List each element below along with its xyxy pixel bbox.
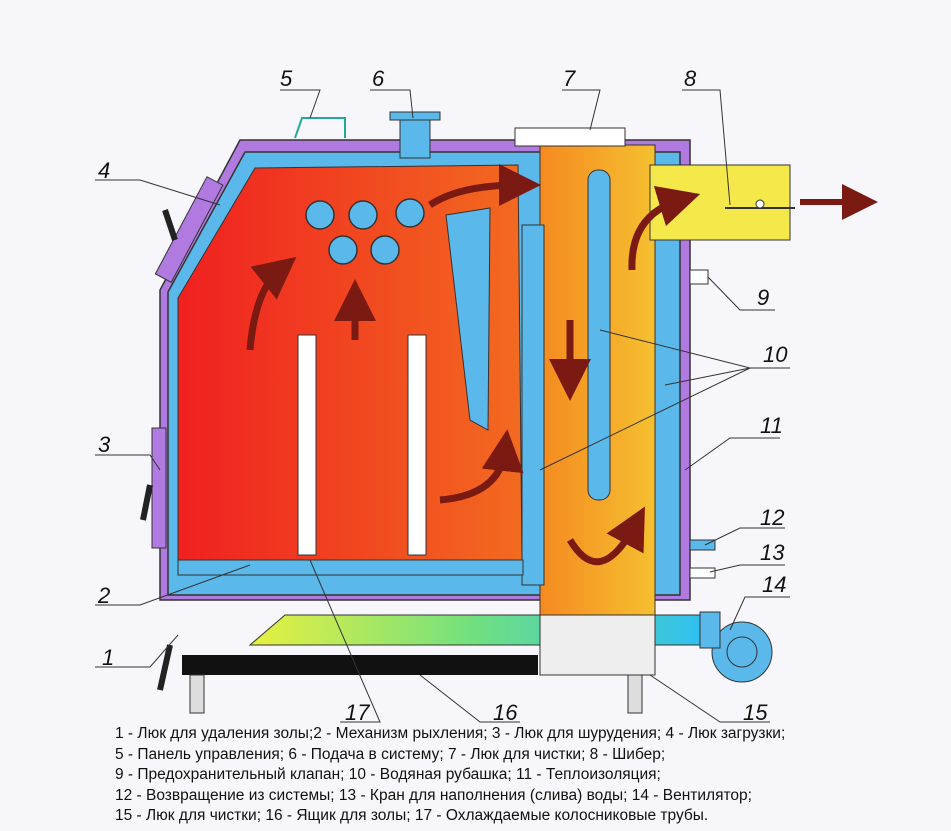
- ash-box: [182, 655, 538, 675]
- callout-8: 8: [684, 66, 697, 91]
- callout-5: 5: [280, 66, 293, 91]
- callout-11: 11: [760, 413, 783, 438]
- callout-12: 12: [760, 505, 784, 530]
- callout-14: 14: [762, 572, 786, 597]
- callout-2: 2: [97, 583, 110, 608]
- inner-baffle: [587, 169, 611, 501]
- legend: 1 - Люк для удаления золы;2 - Механизм р…: [115, 724, 785, 827]
- legend-line: 15 - Люк для чистки; 16 - Ящик для золы;…: [115, 807, 709, 824]
- callout-9: 9: [757, 285, 769, 310]
- callout-7: 7: [563, 66, 576, 91]
- callout-1: 1: [102, 645, 114, 670]
- callout-17: 17: [345, 700, 370, 725]
- legend-line: 1 - Люк для удаления золы;2 - Механизм р…: [115, 725, 786, 742]
- callout-10: 10: [763, 342, 788, 367]
- callout-3: 3: [98, 432, 111, 457]
- legend-line: 5 - Панель управления; 6 - Подача в сист…: [115, 745, 666, 763]
- callout-13: 13: [760, 540, 785, 565]
- callout-16: 16: [493, 700, 518, 725]
- callout-4: 4: [98, 158, 110, 183]
- load-door: [154, 176, 224, 283]
- legend-line: 9 - Предохранительный клапан; 10 - Водян…: [115, 766, 661, 783]
- fan: [711, 621, 773, 683]
- stoke-door: [151, 427, 167, 549]
- legend-line: 12 - Возвращение из системы; 13 - Кран д…: [115, 786, 752, 804]
- callout-15: 15: [743, 700, 768, 725]
- callout-6: 6: [372, 66, 385, 91]
